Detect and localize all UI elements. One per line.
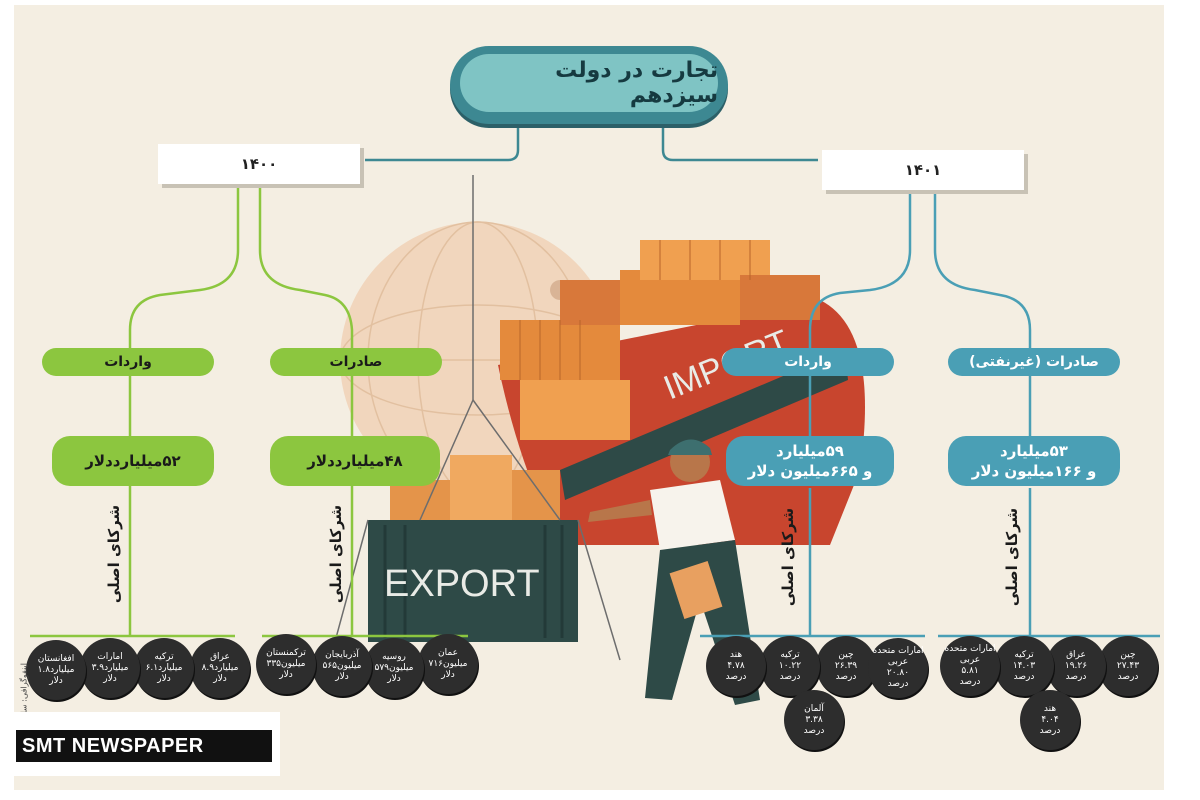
- partner-value: ۷۱۶میلیون: [428, 658, 468, 669]
- imports-1401-value: ۵۹میلیارد و ۶۶۵میلیون دلار: [726, 436, 894, 486]
- export-label: EXPORT: [384, 563, 540, 605]
- year-1400-box: ۱۴۰۰: [158, 144, 360, 184]
- partner-name: عمان: [438, 647, 458, 658]
- partner-unit: دلار: [387, 673, 401, 684]
- partner-unit: دلار: [49, 675, 63, 686]
- partners-label-imports-1400: شرکای اصلی: [105, 504, 123, 604]
- partner-value: ۲۷.۴۳: [1116, 660, 1140, 671]
- partner-name: چین: [838, 649, 854, 660]
- exports-1400-value-text: ۴۸میلیارددلار: [307, 452, 403, 470]
- partner-name: عراق: [1066, 649, 1086, 660]
- partner-unit: دلار: [441, 669, 455, 680]
- partner-unit: درصد: [959, 677, 981, 687]
- partner-name: ترکیه: [780, 649, 800, 660]
- partner-unit: دلار: [103, 673, 117, 684]
- partner-unit: دلار: [213, 673, 227, 684]
- partner-unit: درصد: [887, 679, 909, 689]
- partner-name: آذربایجان: [325, 649, 359, 660]
- partner-name: روسیه: [382, 651, 406, 662]
- partner-value: ۱۰.۲۲: [778, 660, 802, 671]
- partners-label-exports-1401: شرکای اصلی: [1003, 507, 1021, 607]
- partner-value: ۲۰.۸۰: [886, 668, 910, 678]
- partner-value: ۵.۸۱: [961, 666, 979, 676]
- exports-1401-tab: صادرات (غیرنفتی): [948, 348, 1120, 376]
- partner-unit: درصد: [1039, 725, 1061, 736]
- imports-1400-value: ۵۲میلیارددلار: [52, 436, 214, 486]
- connector-lines: [365, 124, 818, 162]
- partner-unit: درصد: [1065, 671, 1087, 682]
- page-title: تجارت در دولت سیزدهم: [460, 54, 718, 112]
- partner-name: ترکیه: [154, 651, 174, 662]
- exports-1401-value-line1: ۵۳میلیارد: [1000, 442, 1068, 460]
- partner-name: آلمان: [804, 703, 824, 714]
- partner-name: هند: [729, 649, 743, 660]
- partner-value: ۲۶.۳۹: [834, 660, 858, 671]
- partner-unit: درصد: [835, 671, 857, 682]
- exports-1401-value-line2: و ۱۶۶میلیون دلار: [971, 462, 1097, 480]
- partner-name: هند: [1043, 703, 1057, 714]
- partner-name: امارات متحده عربی: [872, 646, 924, 667]
- partner-unit: درصد: [725, 671, 747, 682]
- partner-value: ۴.۷۸: [727, 660, 745, 671]
- logo: SMT NEWSPAPER: [16, 730, 272, 762]
- export-container-icon: [329, 175, 621, 661]
- partner-unit: دلار: [157, 673, 171, 684]
- partner-value: ۸.۹میلیارد: [201, 662, 239, 673]
- partner-name: چین: [1120, 649, 1136, 660]
- partner-unit: دلار: [279, 669, 293, 680]
- partner-value: ۶.۱میلیارد: [145, 662, 183, 673]
- partner-value: ۳.۳۸: [805, 714, 823, 725]
- partners-label-exports-1400: شرکای اصلی: [327, 504, 345, 604]
- partner-value: ۳.۹میلیارد: [91, 662, 129, 673]
- partner-name: عراق: [210, 651, 230, 662]
- partner-value: ۴.۰۴: [1041, 714, 1059, 725]
- imports-1401-value-line2: و ۶۶۵میلیون دلار: [747, 462, 873, 480]
- partner-value: ۳۳۵میلیون: [266, 658, 306, 669]
- partner-unit: دلار: [335, 671, 349, 682]
- title-pill: تجارت در دولت سیزدهم: [450, 46, 728, 124]
- exports-1400-value: ۴۸میلیارددلار: [270, 436, 440, 486]
- partner-name: ترکمنستان: [266, 647, 306, 658]
- partner-name: افغانستان: [37, 653, 75, 664]
- imports-1401-tab: واردات: [722, 348, 894, 376]
- partner-unit: درصد: [1013, 671, 1035, 682]
- imports-1401-value-line1: ۵۹میلیارد: [776, 442, 844, 460]
- imports-1400-tab: واردات: [42, 348, 214, 376]
- partner-unit: درصد: [803, 725, 825, 736]
- partner-name: ترکیه: [1014, 649, 1034, 660]
- partner-value: ۵۶۵میلیون: [322, 660, 362, 671]
- partner-unit: درصد: [1117, 671, 1139, 682]
- partners-label-imports-1401: شرکای اصلی: [779, 507, 797, 607]
- partner-value: ۱۹.۲۶: [1064, 660, 1088, 671]
- partner-unit: درصد: [779, 671, 801, 682]
- exports-1401-value: ۵۳میلیارد و ۱۶۶میلیون دلار: [948, 436, 1120, 486]
- partner-name: امارات: [97, 651, 123, 662]
- imports-1400-value-text: ۵۲میلیارددلار: [85, 452, 181, 470]
- year-1401-box: ۱۴۰۱: [822, 150, 1024, 190]
- partner-value: ۱.۸میلیارد: [37, 664, 75, 675]
- exports-1400-tab: صادرات: [270, 348, 442, 376]
- partner-name: امارات متحده عربی: [944, 644, 996, 665]
- partner-value: ۱۴.۰۳: [1012, 660, 1036, 671]
- partner-value: ۵۷۹میلیون: [374, 662, 414, 673]
